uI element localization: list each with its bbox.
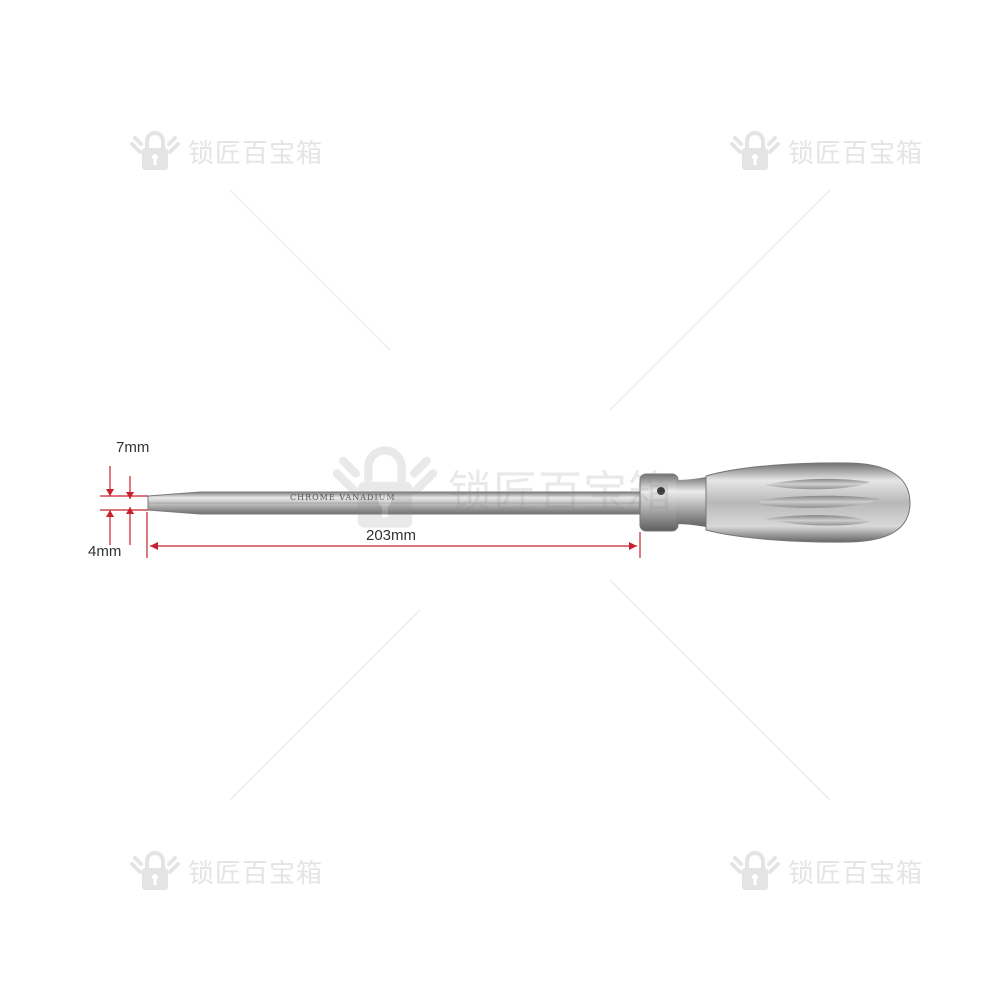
tip-thickness-label: 4mm: [88, 543, 122, 560]
tip-width-label: 7mm: [116, 439, 150, 456]
handle-groove: [765, 515, 870, 526]
handle-groove: [760, 495, 880, 508]
ferrule-hole: [657, 487, 665, 495]
handle-groove: [765, 478, 870, 490]
shaft-marking: CHROME VANADIUM: [290, 493, 396, 502]
shaft-length-label: 203mm: [366, 527, 417, 544]
